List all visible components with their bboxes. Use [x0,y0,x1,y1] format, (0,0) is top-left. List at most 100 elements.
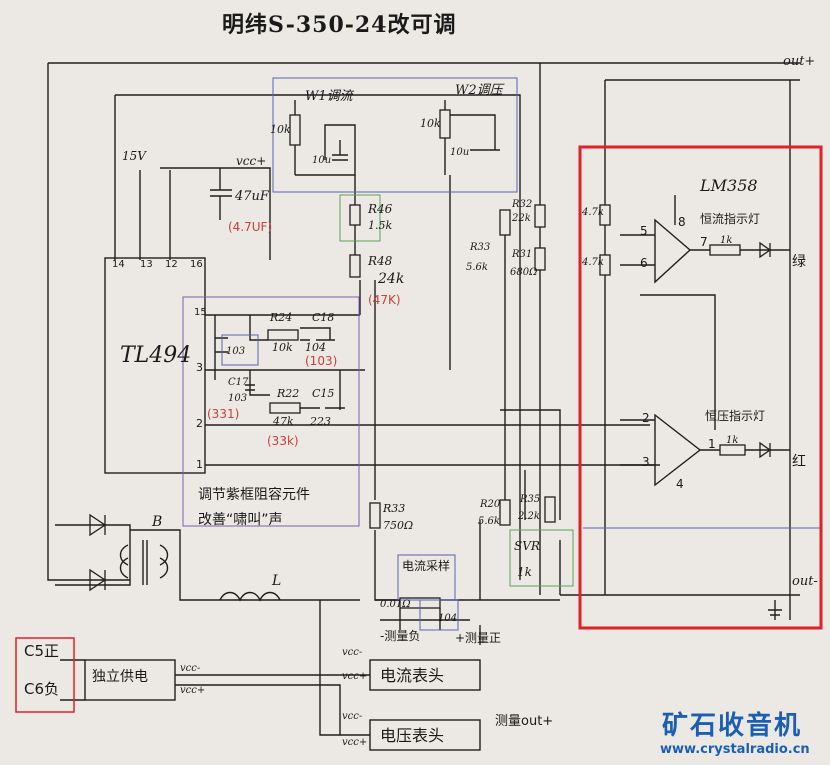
lm358-r-top: 4.7k [582,207,604,218]
supply-cap-new: (4.7UF) [228,220,273,234]
meter-neg-label: -测量负 [380,629,421,643]
lm358-pin-1: 1 [708,437,716,451]
svr-name: SVR [514,539,540,553]
tl494-pin-1: 1 [196,458,203,471]
tl494-pin-15: 15 [194,307,207,318]
c17-new: (331) [207,407,240,421]
lm358-pin-5: 5 [640,224,648,238]
lm358-pin-4: 4 [676,477,684,491]
lm358-pin-2: 2 [642,411,650,425]
tl494-pin-2: 2 [196,417,203,430]
r33b-name: R33 [383,502,406,515]
current-meter-label: 电流表头 [380,666,445,685]
lm358-pin-3: 3 [642,455,650,469]
shunt-cap-box [419,599,459,631]
lm358-highlight-box [578,145,823,630]
voltage-meter-vcc-pos: vcc+ [342,737,368,748]
pot-box [272,77,518,193]
r22-new: (33k) [267,434,299,448]
c15-value: 223 [310,415,331,428]
lm358-r-bot: 4.7k [582,257,604,268]
w1-cap: 10u [312,155,332,166]
aux-vcc-neg: vcc- [180,663,201,674]
r33b-value: 750Ω [383,519,414,532]
inductor-label: L [272,573,282,589]
r46-value: 1.5k [368,219,393,232]
r35-name: R35 [520,494,541,505]
lm358-pin-8: 8 [678,215,686,229]
r46-box [339,194,381,242]
c15-name: C15 [312,387,335,400]
c-top-box [221,334,259,366]
r33-value: 5.6k [466,262,488,273]
shunt-label: 电流采样 [402,559,451,573]
tl494-pin-16: 16 [190,259,203,270]
page-title: 明纬S-350-24改可调 [222,12,457,38]
leds [89,241,772,592]
svr-box [509,529,574,587]
c18-new: (103) [305,354,338,368]
led2-resistor: 1k [726,435,739,446]
watermark-brand: 矿石收音机 [662,711,803,741]
resistors [267,109,746,609]
aux-supply-label: 独立供电 [92,669,148,685]
cv-indicator-label: 恒压指示灯 [705,409,766,423]
supply-cap: 47uF [235,189,269,204]
c17-name: C17 [228,377,249,388]
aux-vcc-pos: vcc+ [180,685,206,696]
wires [47,62,800,751]
r20-value: 5.6k [478,516,500,527]
r31-value: 680Ω [510,267,538,278]
out-pos-label: out+ [783,54,816,69]
red-led-label: 红 [792,454,806,470]
svr-value: 1k [517,565,532,579]
lm358-label: LM358 [700,176,758,195]
w1-label: W1调流 [305,89,353,104]
r48-name: R48 [368,254,393,268]
transformer-label: B [152,514,163,530]
c17-value: 103 [228,393,248,404]
tl494-pin-14: 14 [112,259,125,270]
r31-name: R31 [512,249,533,260]
tl494-pin-3: 3 [196,361,203,374]
r24-name: R24 [270,311,293,324]
aux-supply-box [15,637,75,713]
tl494-pin-12: 12 [165,259,178,270]
r35-value: 2.2k [518,511,540,522]
r20-name: R20 [480,499,501,510]
current-meter-vcc-pos: vcc+ [342,671,368,682]
r24-value: 10k [272,341,293,354]
out-neg-label: out- [792,574,818,589]
r33-name: R33 [470,242,491,253]
watermark-url: www.crystalradio.cn [660,742,810,757]
note-line-2: 改善“啸叫”声 [198,512,283,528]
c-top-value: 103 [226,346,246,357]
r48-value: 24k [378,271,405,287]
cc-indicator-label: 恒流指示灯 [700,212,761,226]
voltage-meter-vcc-neg: vcc- [342,711,363,722]
shunt-cap-value: 104 [438,613,458,624]
c18-value: 104 [305,341,326,354]
shunt-value: 0.01Ω [380,599,411,610]
v15-label: 15V [122,149,146,163]
current-meter-vcc-neg: vcc- [342,647,363,658]
vcc-label: vcc+ [236,154,267,168]
meter-pos-label: +测量正 [455,631,502,645]
r22-value: 47k [273,415,294,428]
w2-label: W2调压 [455,83,503,98]
r48-new: (47K) [368,293,401,307]
lm358-pin-6: 6 [640,256,648,270]
voltage-meter-label: 电压表头 [380,726,445,745]
c6-label: C6负 [24,680,60,698]
led1-resistor: 1k [720,235,733,246]
note-line-1: 调节紫框阻容元件 [198,487,310,503]
r22-name: R22 [277,387,300,400]
c18-name: C18 [312,311,335,324]
r32-name: R32 [512,199,533,210]
w2-value: 10k [420,117,441,130]
tl494-label: TL494 [120,343,192,368]
tl494-pin-13: 13 [140,259,153,270]
compensation-box [182,296,360,527]
lm358-pin-7: 7 [700,235,708,249]
